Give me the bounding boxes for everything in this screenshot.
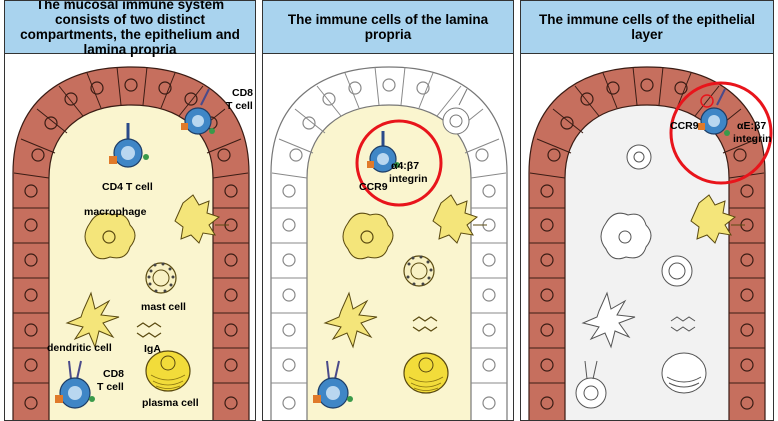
epithelial-cell-borders (13, 66, 249, 384)
dendritic-cell-label: dendritic cell (47, 342, 112, 354)
epithelial-nuclei (540, 78, 754, 410)
lamina-propria (564, 104, 730, 420)
integrin-label-line1: αE:β7 (737, 120, 766, 132)
integrin-label-line1: α4:β7 (391, 160, 419, 172)
faded-lamina-cells (575, 144, 707, 409)
plasma-cell (145, 350, 191, 392)
macrophage (342, 212, 394, 260)
villus-diagram: CCR9 αE:β7 integrin (528, 66, 773, 420)
panel-header: The immune cells of the lamina propria (263, 1, 513, 54)
cd4-t-cell (109, 123, 149, 168)
integrin-label-line2: integrin (733, 133, 772, 145)
cd8-t-cell-lamina (55, 360, 95, 409)
dendritic-cell (323, 291, 378, 349)
mast-cell (403, 255, 435, 287)
epithelial-nuclei (24, 78, 238, 410)
iga-molecule (412, 316, 438, 332)
villus-diagram: CD8 T cell CD4 T cell macrophage mast ce (12, 66, 253, 420)
panel-title: The mucosal immune system consists of tw… (20, 0, 240, 57)
cd8-t-cell-lamina (313, 360, 353, 409)
epithelial-cell-borders (529, 66, 765, 384)
ccr9-label: CCR9 (670, 120, 699, 132)
lamina-propria (306, 104, 472, 420)
t-cell-lamina-propria (367, 131, 400, 173)
t-cell-intraepithelial (698, 88, 730, 136)
epithelial-nuclei (282, 78, 496, 410)
mast-cell (145, 262, 177, 294)
panel-title: The immune cells of the lamina propria (287, 12, 489, 42)
dendritic-cell-edge (432, 194, 487, 244)
iga-label: IgA (144, 343, 161, 355)
cd8-bottom-label-line2: T cell (97, 381, 124, 393)
highlight-circle (669, 81, 773, 185)
panel-lamina-propria: The immune cells of the lamina propria (262, 0, 514, 421)
panel-title: The immune cells of the epithelial layer (538, 12, 756, 42)
villus-diagram: CCR9 α4:β7 integrin (270, 66, 508, 420)
cd8-top-label-line2: T cell (226, 100, 253, 112)
epithelial-cell-borders (271, 66, 507, 384)
iga-molecule (136, 322, 162, 338)
plasma-cell-label: plasma cell (142, 397, 199, 409)
mast-cell-label: mast cell (141, 301, 186, 313)
ccr9-label: CCR9 (359, 181, 388, 193)
cd8-top-label-line1: CD8 (232, 87, 253, 99)
macrophage-label: macrophage (84, 206, 147, 218)
panel-epithelial-layer: The immune cells of the epithelial layer (520, 0, 774, 421)
panel-mucosal-overview: The mucosal immune system consists of tw… (4, 0, 256, 421)
dendritic-cell (65, 291, 120, 349)
cd8-bottom-label-line1: CD8 (103, 368, 124, 380)
small-highlight-circle (700, 94, 714, 108)
cd8-t-cell-epithelial-faded (442, 88, 470, 135)
integrin-label-line2: integrin (389, 173, 428, 185)
cd4-label: CD4 T cell (102, 181, 153, 193)
lamina-propria (48, 104, 214, 420)
panel-header: The mucosal immune system consists of tw… (5, 0, 255, 57)
dendritic-cell-edge (690, 194, 745, 244)
dendritic-cell-edge (174, 194, 229, 244)
macrophage (84, 212, 136, 260)
highlight-circle (355, 119, 443, 207)
cd8-t-cell-epithelial (181, 88, 215, 135)
plasma-cell (403, 352, 449, 394)
panel-header: The immune cells of the epithelial layer (521, 1, 773, 54)
